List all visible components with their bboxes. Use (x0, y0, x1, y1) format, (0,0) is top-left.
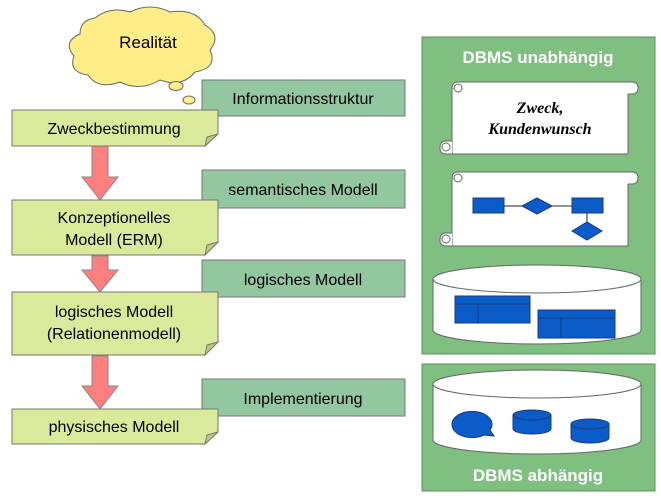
step-zweckbestimmung: Zweckbestimmung (11, 109, 219, 148)
dbms-dependent-panel: DBMS abhängig (421, 363, 656, 492)
tag-box-4 (201, 378, 406, 417)
er-diagram-scroll (439, 171, 639, 247)
entity-shape (472, 197, 505, 214)
relational-database-cylinder (432, 264, 642, 345)
step-label: Konzeptionelles (58, 210, 171, 227)
dbms-independent-panel: DBMS unabhängig Zweck, Kundenwunsch (421, 36, 656, 355)
step-label: logisches Modell (55, 304, 173, 321)
cloud-label: Realität (119, 33, 177, 52)
step-label: (Relationenmodell) (47, 326, 181, 343)
attribute-shape (571, 221, 603, 241)
step-physisches-modell: physisches Modell (11, 408, 219, 446)
side-tags: Informationsstruktur semantisches Modell… (201, 79, 406, 417)
relationship-shape (520, 197, 554, 215)
tag-box-1 (201, 79, 406, 117)
tag-label-3: logisches Modell (244, 272, 362, 289)
tag-box-2 (201, 169, 406, 209)
flow-arrow-2 (80, 255, 120, 293)
step-boxes: Zweckbestimmung Konzeptionelles Modell (… (11, 109, 220, 446)
panel-title: DBMS abhängig (473, 466, 603, 485)
panel-title: DBMS unabhängig (462, 48, 613, 67)
step-label: Zweckbestimmung (47, 121, 180, 138)
disk-shape (570, 418, 610, 444)
step-konzeptionelles-modell: Konzeptionelles Modell (ERM) (11, 199, 220, 257)
reality-cloud: Realität (68, 6, 216, 105)
tag-label-4: Implementierung (243, 391, 362, 408)
scroll-text: Zweck, (516, 100, 564, 117)
table-shape (454, 295, 531, 324)
scroll-text: Kundenwunsch (487, 121, 591, 138)
physical-database-cylinder (432, 369, 642, 455)
table-shape (537, 309, 616, 339)
tag-label-1: Informationsstruktur (232, 91, 374, 108)
flow-arrow-3 (80, 355, 120, 410)
cloud-bubble-large (168, 81, 184, 91)
step-label: Modell (ERM) (65, 232, 163, 249)
step-logisches-modell: logisches Modell (Relationenmodell) (11, 291, 220, 357)
flow-arrows (80, 145, 120, 410)
cloud-bubble-small (182, 95, 196, 105)
flow-arrow-1 (80, 145, 120, 201)
disk-shape (512, 409, 552, 435)
tag-box-3 (201, 259, 406, 298)
step-label: physisches Modell (49, 419, 180, 436)
storage-shape (451, 410, 496, 439)
entity-shape (571, 197, 604, 214)
purpose-scroll: Zweck, Kundenwunsch (439, 81, 639, 155)
tag-label-2: semantisches Modell (228, 182, 377, 199)
